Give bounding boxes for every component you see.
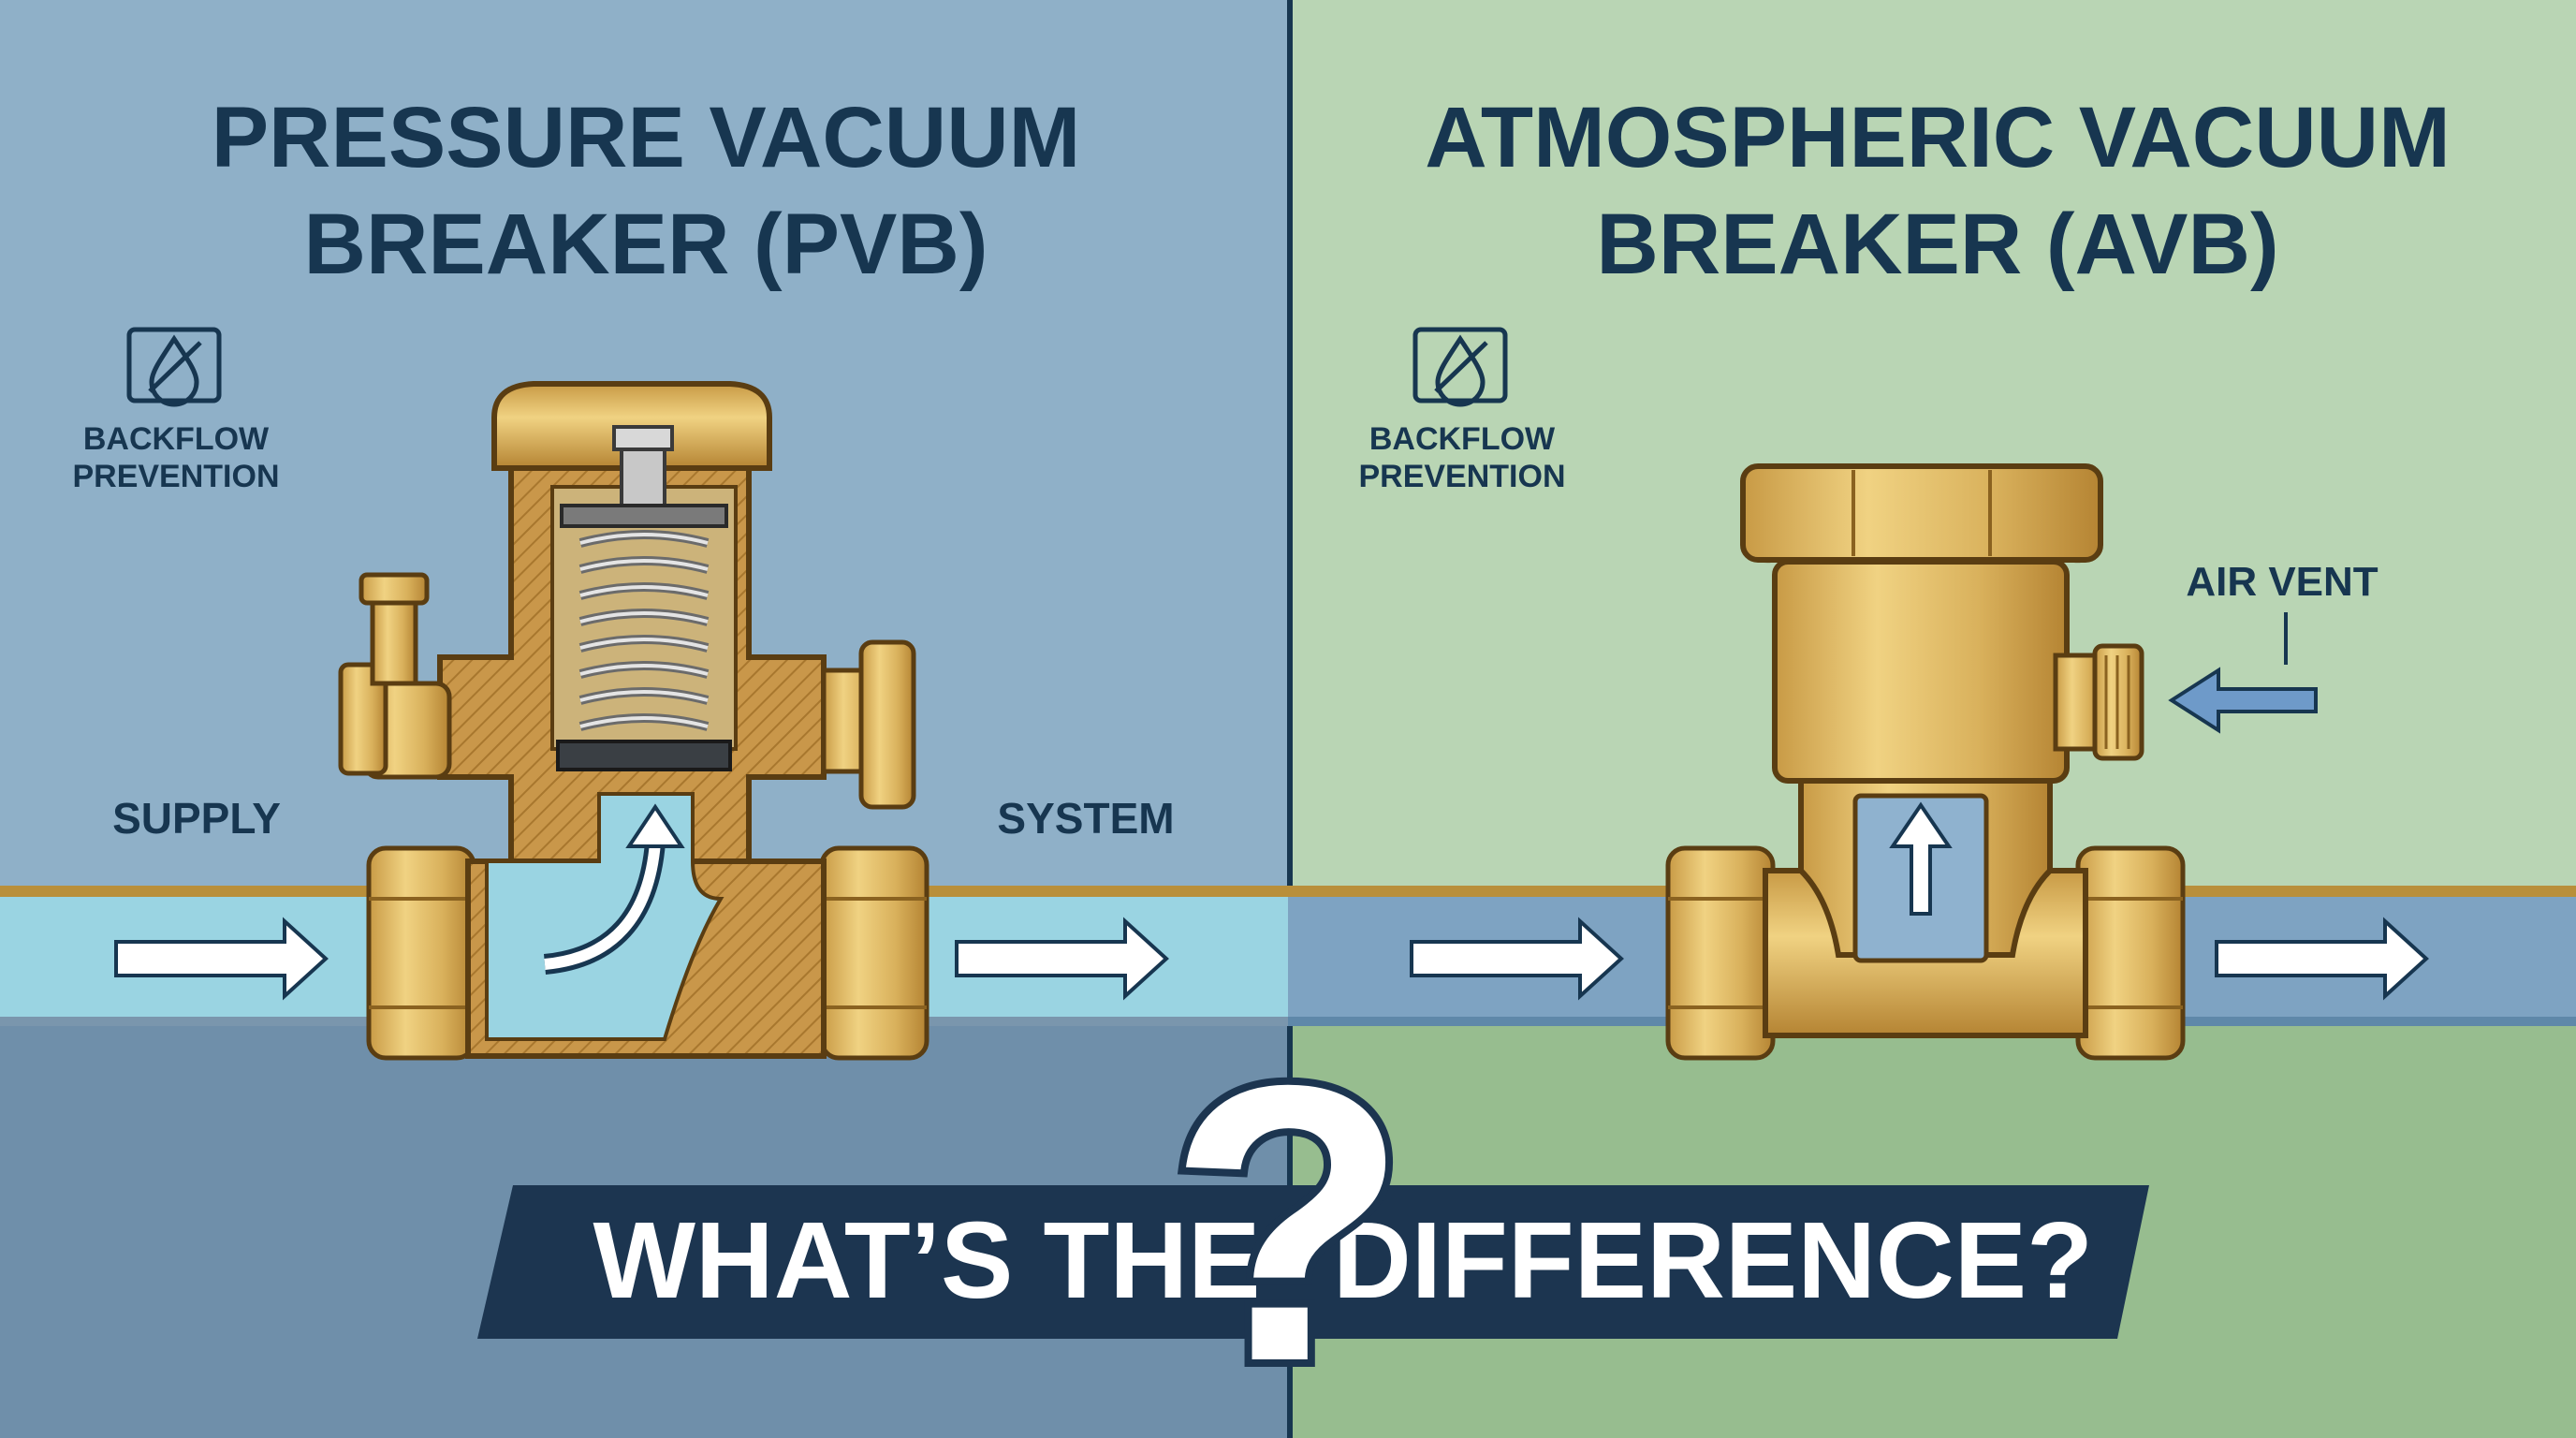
air-vent-label: AIR VENT: [2186, 559, 2378, 605]
left-badge-line1: BACKFLOW: [83, 421, 270, 457]
no-water-drop-icon: [126, 327, 222, 407]
banner-right-text: DIFFERENCE?: [1333, 1199, 2093, 1321]
left-title-line2: BREAKER (PVB): [304, 197, 988, 292]
system-label: SYSTEM: [997, 794, 1174, 843]
flow-arrow-icon: [1410, 917, 1624, 1001]
left-backflow-badge: BACKFLOW PREVENTION: [72, 327, 280, 494]
avb-right-union: [2075, 845, 2186, 1061]
left-title-line1: PRESSURE VACUUM: [212, 90, 1081, 185]
avb-valve: [1665, 463, 2318, 1061]
pvb-right-fitting: [821, 639, 916, 810]
pvb-valve: [338, 381, 929, 1061]
pvb-right-union: [819, 845, 929, 1061]
banner-left-text: WHAT’S THE: [593, 1199, 1260, 1321]
difference-banner: WHAT’S THE DIFFERENCE?: [477, 1185, 2149, 1339]
right-title-line1: ATMOSPHERIC VACUUM: [1425, 90, 2450, 185]
right-title-line2: BREAKER (AVB): [1596, 197, 2278, 292]
avb-left-union: [1665, 845, 1776, 1061]
avb-air-vent-fitting: [2053, 643, 2144, 761]
left-badge-line2: PREVENTION: [72, 459, 279, 494]
pvb-left-union: [366, 845, 476, 1061]
flow-arrow-icon: [2215, 917, 2429, 1001]
air-vent-arrow: [2168, 667, 2318, 734]
flow-arrow-icon: [955, 917, 1169, 1001]
pvb-test-cock: [338, 572, 452, 780]
no-water-drop-icon: [1412, 327, 1508, 407]
right-badge-line2: PREVENTION: [1358, 459, 1565, 494]
flow-arrow-icon: [114, 917, 329, 1001]
question-mark: ?: [1168, 1005, 1409, 1438]
right-badge-line1: BACKFLOW: [1369, 421, 1556, 457]
supply-label: SUPPLY: [112, 794, 281, 843]
question-mark-icon: ?: [1161, 997, 1416, 1438]
right-backflow-badge: BACKFLOW PREVENTION: [1358, 327, 1566, 494]
